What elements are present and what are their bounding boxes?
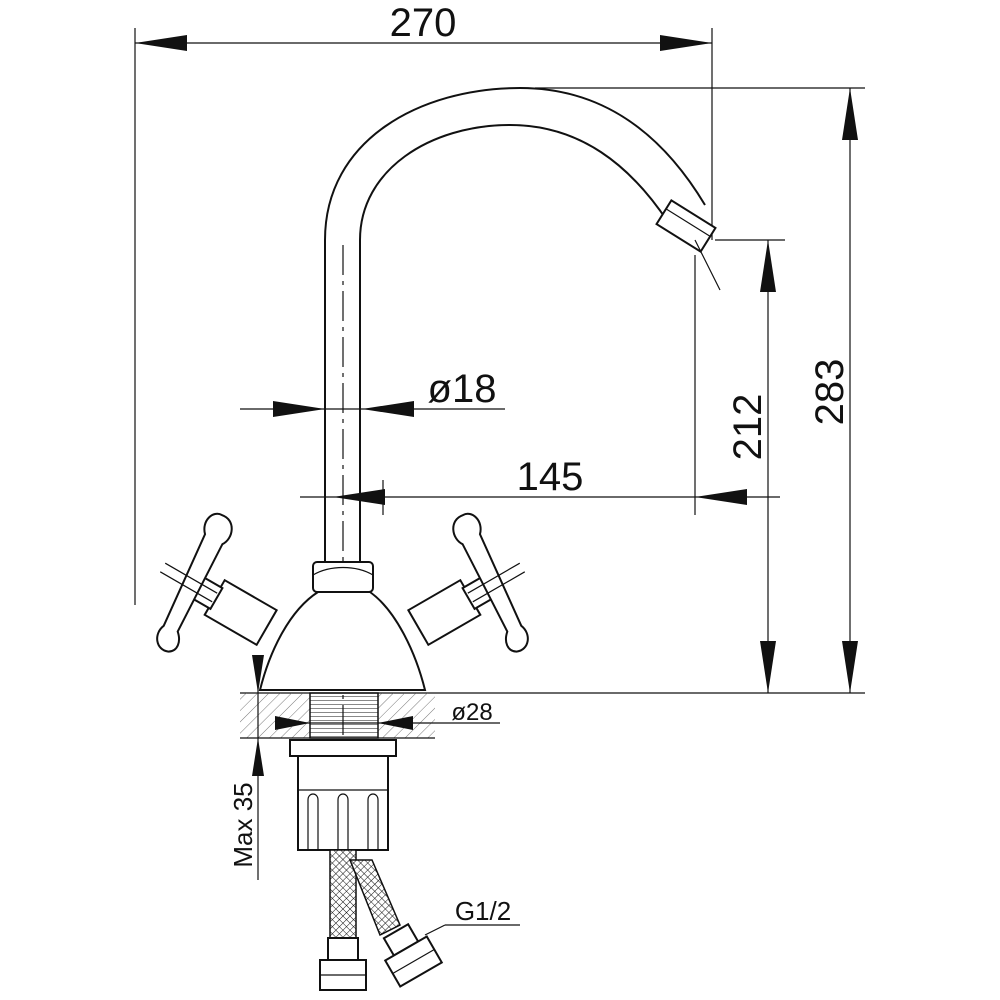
dimension-label: 145	[517, 455, 584, 499]
dimension-label: ø28	[451, 699, 492, 726]
dimension-label: ø18	[428, 367, 497, 411]
dimension-spout-reach: 145	[300, 255, 780, 515]
dimension-label: 270	[390, 1, 457, 45]
dimension-height: 283	[240, 87, 865, 694]
dimension-spout-diameter: ø18	[240, 367, 505, 417]
spout	[324, 86, 721, 850]
mounting-nut	[289, 739, 397, 851]
dimension-label: G1/2	[455, 896, 511, 926]
dimension-label: 212	[726, 394, 770, 461]
aerator-nozzle	[655, 198, 717, 254]
faucet-body	[156, 512, 529, 691]
arrow-icon	[135, 35, 187, 51]
dimension-label: Max 35	[228, 782, 258, 867]
left-handle	[156, 512, 279, 653]
dimension-max-thickness: Max 35	[228, 655, 264, 880]
dimension-label: 283	[808, 359, 852, 426]
right-handle	[406, 512, 529, 653]
dimension-spout-height: 212	[715, 239, 785, 693]
countertop-section: ø28	[240, 692, 500, 739]
supply-hoses: G1/2	[319, 849, 520, 991]
arrow-icon	[660, 35, 712, 51]
dimension-width: 270	[134, 1, 713, 605]
